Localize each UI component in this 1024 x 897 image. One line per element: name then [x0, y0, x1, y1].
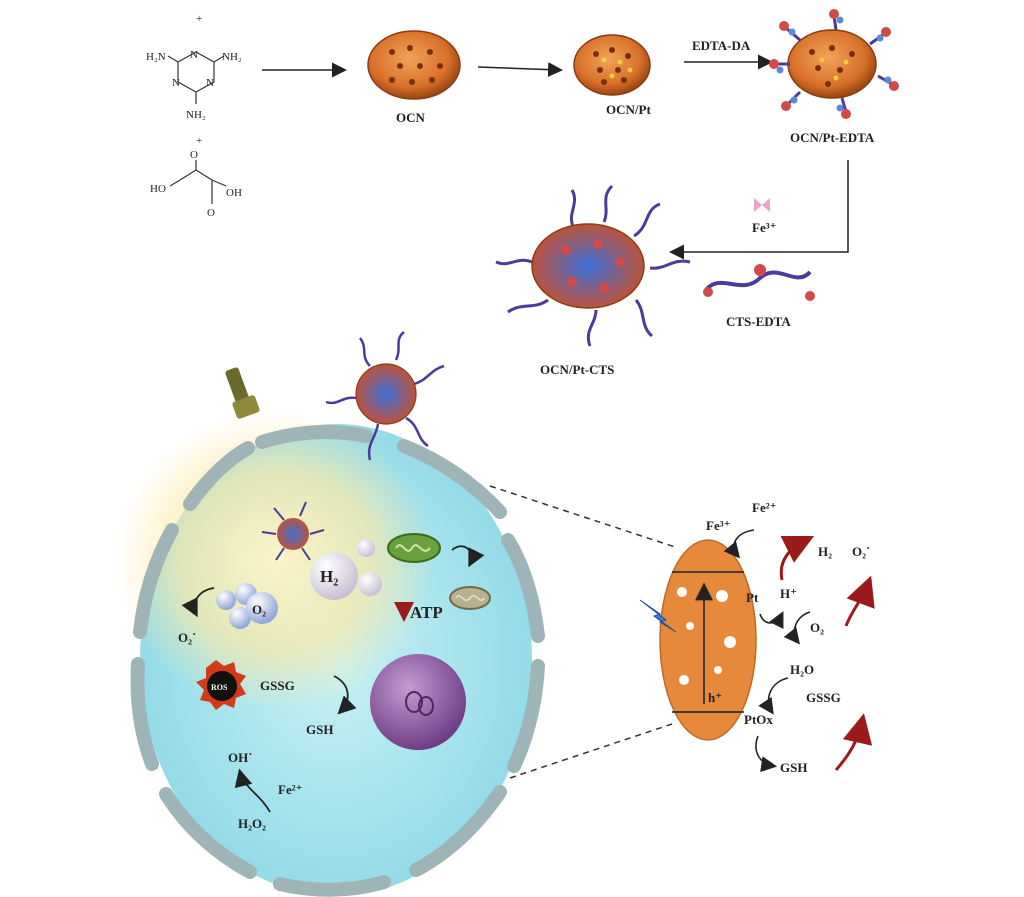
mechanism-nanosheet: [659, 539, 757, 741]
o2-bubbles: [216, 583, 278, 629]
mech-fe3-label: Fe³⁺: [706, 518, 730, 533]
oxalic-oh: OH: [226, 187, 242, 199]
oxalic-ho: HO: [150, 183, 166, 195]
gssg-gsh-arrow: [333, 675, 357, 715]
nh2-left: H₂N: [146, 51, 166, 63]
h-plus-arrow: [759, 611, 784, 630]
cell-fe2-label: Fe²⁺: [278, 782, 302, 797]
flashlight-icon: [225, 367, 260, 419]
ocn-pt-nanosheet: [573, 34, 651, 96]
ocn-pt-cts-label: OCN/Pt-CTS: [540, 362, 614, 377]
gssg-arrow: [834, 713, 873, 771]
cell-h2-label: H₂: [320, 567, 338, 586]
fenton-arrow: [234, 768, 271, 813]
ocn-nanosheet: [367, 30, 461, 100]
cell-o2-label: O₂: [252, 602, 266, 617]
mech-o2-label: O₂: [810, 620, 824, 635]
cell-gsh-label: GSH: [306, 722, 333, 737]
mech-hole-label: h⁺: [708, 690, 722, 705]
mech-pt-label: Pt: [746, 590, 759, 605]
arrow-to-ocn-pt: [477, 62, 563, 78]
docked-particle: [325, 331, 445, 461]
mech-fe2-label: Fe²⁺: [752, 500, 776, 515]
ocn-pt-edta-nanosheet: [769, 9, 899, 119]
cts-edta-label: CTS-EDTA: [726, 314, 791, 329]
ros-label: ROS: [211, 683, 228, 692]
ros-icon: [196, 660, 246, 710]
h2-evolution-arrow: [779, 535, 815, 581]
edta-da-label: EDTA-DA: [692, 38, 751, 53]
ocn-pt-label: OCN/Pt: [606, 102, 651, 117]
plus-sign-bottom: +: [196, 135, 202, 147]
light-glow: [115, 410, 435, 710]
cell-o2-radical-label: O₂˙: [178, 630, 196, 645]
cell-oh-radical-label: OH˙: [228, 750, 253, 765]
atp-label: ATP: [410, 603, 443, 622]
h2o-arrow: [758, 677, 789, 715]
cell-h2o2-label: H₂O₂: [238, 816, 266, 831]
ocn-label: OCN: [396, 110, 426, 125]
mech-h-plus-label: H⁺: [780, 586, 797, 601]
cts-edta-chain: [703, 264, 815, 301]
cell: [115, 410, 545, 897]
arrow-to-ocn-pt-cts: [669, 160, 849, 260]
cell-gssg-label: GSSG: [260, 678, 295, 693]
zoom-line-top: [489, 485, 679, 549]
lightning-icon: [639, 599, 677, 633]
gsh-arrow: [755, 735, 778, 773]
ring-nitrogen-3: N: [206, 77, 214, 89]
mech-fe-arrow: [723, 529, 755, 559]
mech-ptox-label: PtOx: [744, 712, 773, 727]
fe3-label: Fe³⁺: [752, 220, 776, 235]
internal-particle: [261, 501, 325, 561]
oxalic-acid-structure: O O HO OH: [150, 149, 242, 219]
nucleus: [370, 654, 466, 750]
oxalic-o-bottom: O: [207, 207, 215, 219]
plus-sign-top: +: [196, 13, 202, 25]
o2-arrow: [181, 587, 215, 618]
superoxide-arrow: [844, 575, 875, 627]
melamine-structure: + N N N H₂N NH₂ NH₂ +: [146, 13, 242, 147]
zoom-line-bottom: [509, 723, 673, 779]
o2-reduction-arrow: [783, 611, 811, 645]
nh2-bottom: NH₂: [186, 109, 206, 121]
mech-o2-radical-label: O₂˙: [852, 544, 870, 559]
mitochondrion-large: [387, 533, 441, 563]
ring-nitrogen-1: N: [190, 49, 198, 61]
oxalic-o-top: O: [190, 149, 198, 161]
mech-h2o-label: H₂O: [790, 662, 814, 677]
ocn-pt-edta-label: OCN/Pt-EDTA: [790, 130, 875, 145]
ring-nitrogen-2: N: [172, 77, 180, 89]
ocn-pt-cts-particle: [495, 184, 691, 347]
mech-h2-label: H₂: [818, 544, 832, 559]
h2-bubbles: [310, 539, 382, 600]
mito-arrow: [451, 545, 485, 568]
nh2-right: NH₂: [222, 51, 242, 63]
fe3-icon: [754, 198, 770, 212]
mech-gsh-label: GSH: [780, 760, 807, 775]
cell-membrane: [130, 425, 545, 897]
mitochondrion-small: [449, 586, 491, 610]
mech-gssg-label: GSSG: [806, 690, 841, 705]
